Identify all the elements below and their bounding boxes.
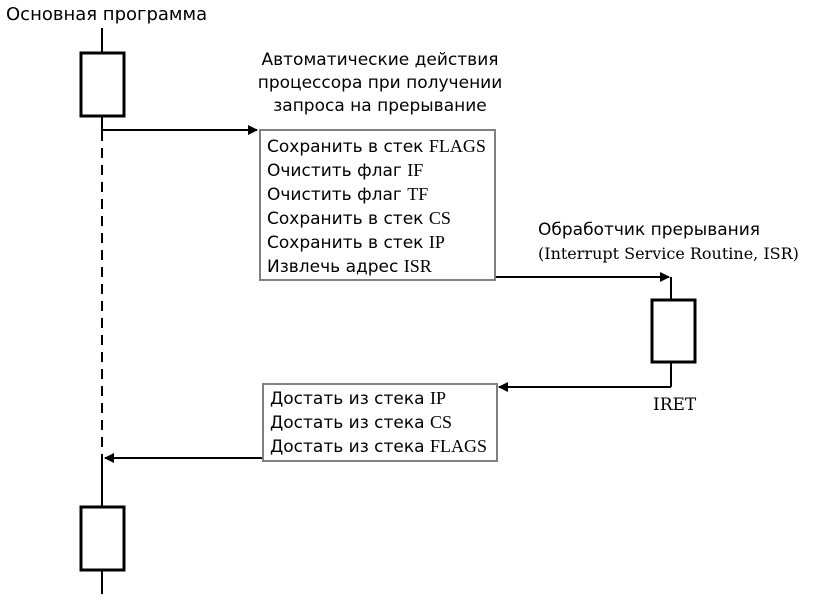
step: Сохранить в стек CS bbox=[267, 208, 451, 229]
main-program-label: Основная программа bbox=[6, 4, 208, 25]
step: Очистить флаг TF bbox=[267, 184, 429, 205]
step: Сохранить в стек FLAGS bbox=[267, 136, 486, 157]
heading-line: Автоматические действия bbox=[261, 50, 499, 70]
heading-line: запроса на прерывание bbox=[273, 96, 487, 116]
iret-label: IRET bbox=[653, 395, 697, 415]
isr-lifeline bbox=[650, 277, 697, 387]
step: Сохранить в стек IP bbox=[267, 232, 445, 253]
step: Достать из стека CS bbox=[270, 412, 452, 433]
step: Достать из стека FLAGS bbox=[270, 436, 487, 457]
step: Очистить флаг IF bbox=[267, 160, 424, 181]
step: Извлечь адрес ISR bbox=[267, 256, 432, 277]
main-lifeline bbox=[79, 28, 126, 594]
restore-box: Достать из стека IP Достать из стека CS … bbox=[262, 383, 498, 462]
cpu-actions-box: Сохранить в стек FLAGS Очистить флаг IF … bbox=[259, 129, 496, 281]
isr-activation bbox=[650, 298, 697, 364]
cpu-actions-heading: Автоматические действия процессора при п… bbox=[250, 49, 510, 118]
isr-title: Обработчик прерывания bbox=[538, 220, 761, 240]
heading-line: процессора при получении bbox=[257, 73, 503, 93]
isr-subtitle: (Interrupt Service Routine, ISR) bbox=[538, 244, 799, 263]
main-activation-2 bbox=[79, 505, 126, 572]
step: Достать из стека IP bbox=[270, 388, 446, 409]
main-activation-1 bbox=[79, 51, 126, 118]
